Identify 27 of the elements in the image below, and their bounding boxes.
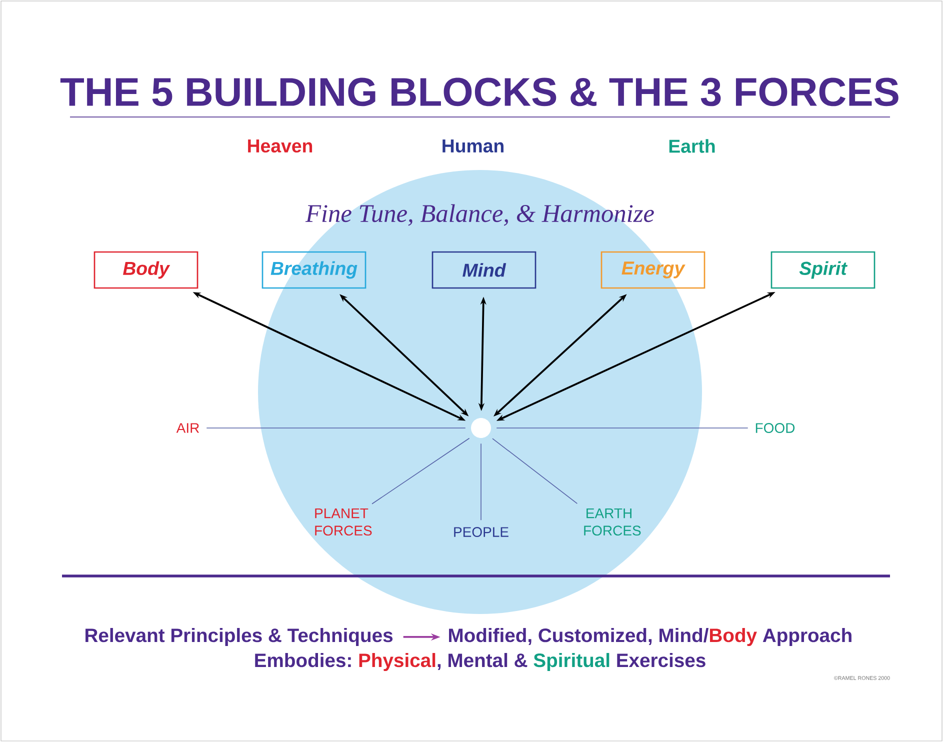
force-label: EARTH FORCES — [584, 508, 641, 536]
connector-line — [492, 438, 578, 504]
footer-text: Embodies: Physical, Mental & Spiritual Exercises — [255, 652, 706, 671]
force-label: AIR — [176, 423, 200, 433]
column-heading: Human — [442, 140, 504, 153]
label: Embodies: — [255, 652, 351, 668]
force-label: FOOD — [756, 423, 795, 433]
center-circle — [471, 418, 491, 438]
block-box: Body — [94, 251, 198, 289]
approach-text: Modified, Customized, Mind/Body Approach — [449, 628, 852, 646]
subtitle: Fine Tune, Balance, & Harmonize — [305, 204, 654, 226]
label: Exercises — [617, 652, 706, 668]
connector-line — [372, 438, 470, 504]
connector-line — [480, 443, 482, 520]
block-box: Mind — [432, 251, 536, 289]
force-label: PLANET FORCES — [315, 508, 372, 536]
label: , Mental & — [438, 652, 528, 670]
block-box: Energy — [600, 251, 706, 289]
title: THE 5 BUILDING BLOCKS & THE 3 FORCES — [60, 78, 898, 106]
block-box: Breathing — [262, 251, 366, 289]
label: Spiritual — [534, 652, 610, 672]
column-heading: Heaven — [248, 140, 312, 153]
principles-text: Relevant Principles & Techniques — [86, 628, 393, 646]
block-box: Spirit — [770, 251, 876, 289]
column-heading: Earth — [669, 139, 715, 153]
label: Physical — [359, 652, 436, 672]
force-label: PEOPLE — [454, 527, 508, 537]
